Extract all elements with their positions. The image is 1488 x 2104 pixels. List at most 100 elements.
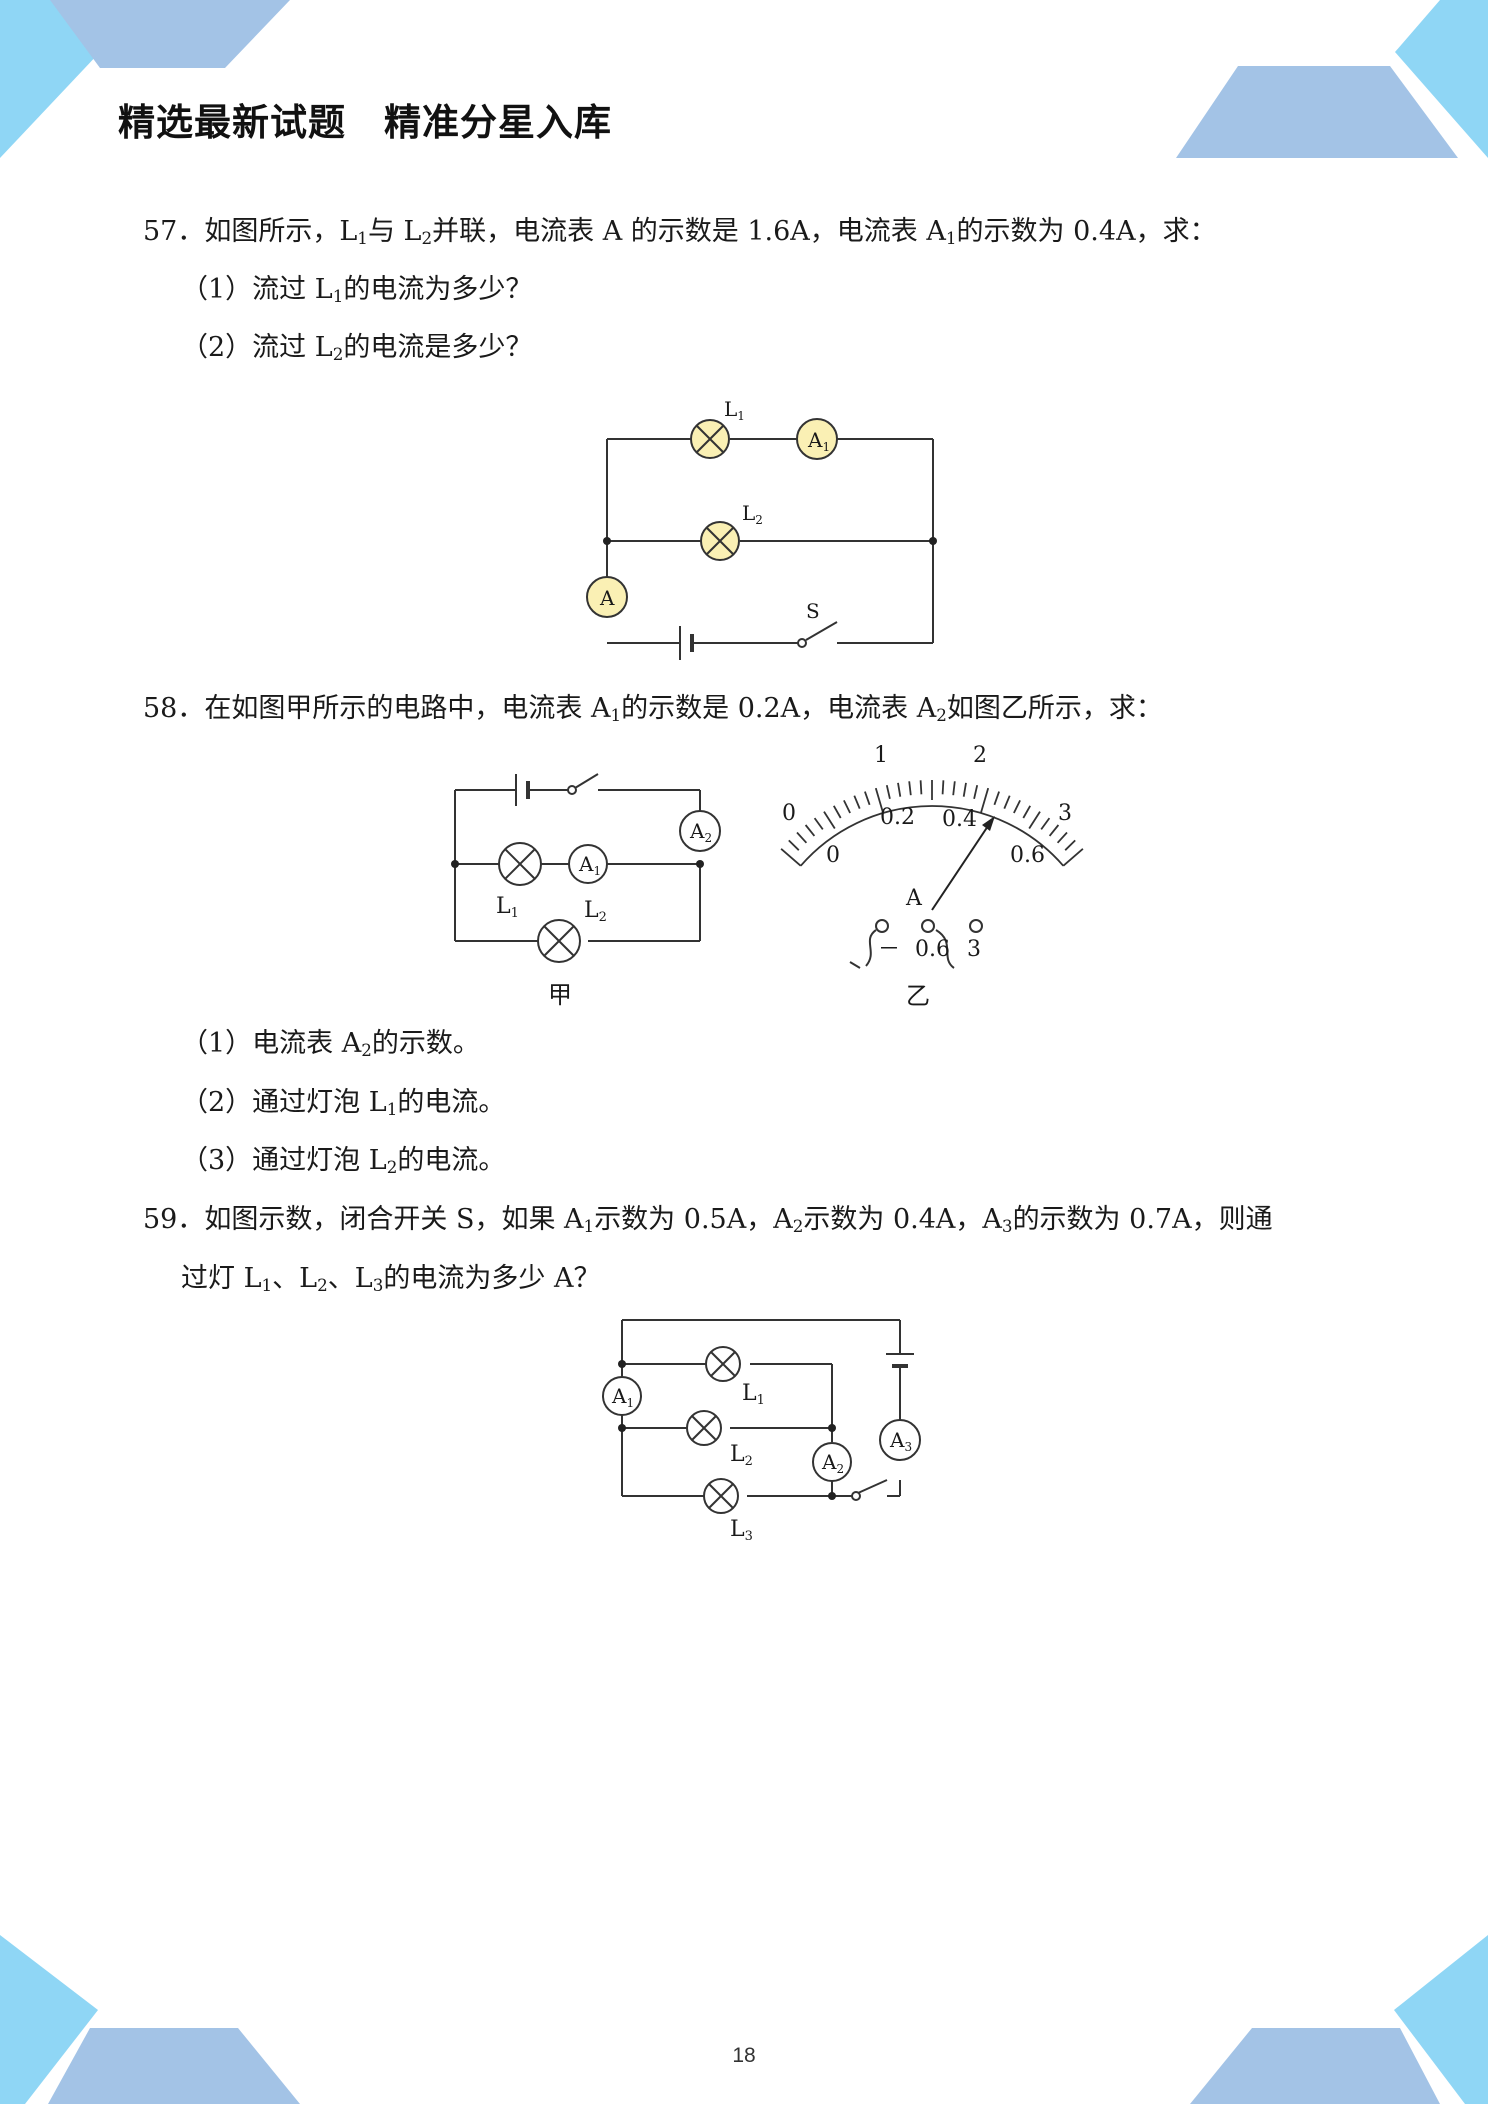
q58-part-1: （1）电流表 A2的示数。 xyxy=(181,1028,480,1061)
dial-tick xyxy=(788,839,800,851)
ammeter-A-icon: A xyxy=(586,576,628,618)
dial-tick xyxy=(853,795,861,809)
dial-tick xyxy=(1003,795,1011,809)
ammeter-A1-icon: A1 xyxy=(796,418,838,460)
meter-terminals xyxy=(849,919,983,969)
lamp-L1-icon xyxy=(498,842,542,886)
q58-ammeter-dial-yi: 0 1 2 3 0 0.2 0.4 0.6 A － 0.6 3 乙 xyxy=(780,743,1084,1010)
dial-inner-scale: 0 0.2 0.4 0.6 xyxy=(826,805,1045,868)
label-L1: L1 xyxy=(496,894,519,921)
label-L1: L1 xyxy=(724,397,745,423)
switch-contact xyxy=(851,1491,861,1501)
dial-tick xyxy=(980,787,990,814)
label-S: S xyxy=(806,599,820,623)
dial-tick xyxy=(813,817,824,830)
dial-tick xyxy=(804,824,816,837)
lamp-L1-icon xyxy=(705,1346,741,1382)
dial-tick xyxy=(864,791,871,806)
dial-tick xyxy=(973,784,979,800)
figure-caption-jia: 甲 xyxy=(548,981,572,1009)
junction-dot xyxy=(696,860,704,868)
dial-tick xyxy=(885,784,891,800)
ammeter-A1-icon: A1 xyxy=(568,844,608,884)
figure-caption-yi: 乙 xyxy=(906,982,930,1010)
dial-tick xyxy=(919,780,923,795)
dial-tick xyxy=(780,848,802,867)
switch-contact xyxy=(567,785,577,795)
dial-tick xyxy=(1056,831,1068,844)
dial-tick xyxy=(993,791,1000,806)
corner-shape-bottom-left-dark xyxy=(48,2028,300,2104)
corner-shape-top-right-dark xyxy=(1176,66,1458,158)
dial-tick xyxy=(897,782,902,797)
junction-dot xyxy=(451,860,459,868)
header-title: 精选最新试题 精准分星入库 xyxy=(118,101,612,144)
dial-tick xyxy=(1040,817,1051,830)
dial-tick xyxy=(908,781,912,796)
q58-number: 58． xyxy=(143,693,205,724)
label-L3: L3 xyxy=(730,1517,753,1544)
svg-text:A2: A2 xyxy=(689,819,712,845)
label-L1: L1 xyxy=(742,1381,765,1408)
svg-text:3: 3 xyxy=(1058,801,1072,826)
ammeter-A1-icon: A1 xyxy=(602,1376,642,1416)
svg-text:0.2: 0.2 xyxy=(880,805,915,830)
dial-tick xyxy=(1048,824,1060,837)
dial-outer-scale: 0 1 2 3 xyxy=(782,743,1072,826)
dial-tick xyxy=(796,831,808,844)
svg-text:A3: A3 xyxy=(889,1428,912,1454)
svg-text:A1: A1 xyxy=(807,428,830,454)
ammeter-A2-icon: A2 xyxy=(812,1442,852,1482)
q57-part-2: （2）流过 L2的电流是多少？ xyxy=(181,332,533,365)
junction-dot xyxy=(618,1424,626,1432)
svg-text:－: － xyxy=(878,937,900,962)
dial-tick xyxy=(1064,839,1076,851)
q59-stem-line-2: 过灯 L1、L2、L3的电流为多少 A？ xyxy=(181,1263,601,1296)
q57-stem: 57．如图所示，L1与 L2并联，电流表 A 的示数是 1.6A，电流表 A1的… xyxy=(143,216,1217,249)
meter-label: A xyxy=(905,886,923,911)
svg-text:A1: A1 xyxy=(611,1384,634,1410)
svg-text:1: 1 xyxy=(874,743,888,768)
dial-tick xyxy=(1062,848,1084,867)
svg-text:0.6: 0.6 xyxy=(915,937,950,962)
ammeter-A3-icon: A3 xyxy=(879,1419,921,1461)
junction-dot xyxy=(929,537,937,545)
dial-tick xyxy=(833,805,842,819)
svg-text:A: A xyxy=(599,586,615,610)
svg-text:0.6: 0.6 xyxy=(1010,843,1045,868)
junction-dot xyxy=(828,1492,836,1500)
q57-part-1: （1）流过 L1的电流为多少？ xyxy=(181,274,533,307)
dial-tick xyxy=(823,811,836,829)
corner-shape-bottom-right-light xyxy=(1394,1935,1488,2104)
ammeter-A2-icon: A2 xyxy=(679,810,721,852)
q59-circuit-diagram: A1 A2 A3 L1 L2 L3 xyxy=(602,1319,921,1544)
svg-text:0.4: 0.4 xyxy=(942,807,977,832)
q59-stem: 59．如图示数，闭合开关 S，如果 A1示数为 0.5A，A2示数为 0.4A，… xyxy=(143,1204,1273,1237)
q58-part-2: （2）通过灯泡 L1的电流。 xyxy=(181,1087,506,1120)
svg-text:2: 2 xyxy=(973,743,987,768)
dial-tick xyxy=(1013,800,1021,814)
dial-tick xyxy=(1022,805,1031,819)
dial-needle xyxy=(931,816,995,911)
junction-dot xyxy=(618,1360,626,1368)
junction-dot xyxy=(828,1424,836,1432)
dial-tick xyxy=(1028,811,1041,829)
lamp-L2-icon xyxy=(686,1410,722,1446)
q58-stem: 58．在如图甲所示的电路中，电流表 A1的示数是 0.2A，电流表 A2如图乙所… xyxy=(143,693,1163,726)
corner-shape-bottom-right-dark xyxy=(1190,2028,1440,2104)
dial-arc xyxy=(800,805,1064,867)
dial-tick xyxy=(941,780,945,795)
svg-text:3: 3 xyxy=(967,937,981,962)
q57-number: 57． xyxy=(143,216,205,247)
q57-circuit-diagram: A1 A L1 L2 S xyxy=(586,397,937,660)
lamp-L1-icon xyxy=(690,419,730,459)
corner-shape-bottom-left-light xyxy=(0,1935,98,2104)
label-L2: L2 xyxy=(742,501,763,527)
corner-shape-top-left-light xyxy=(0,0,100,158)
corner-shape-top-right-light xyxy=(1395,0,1488,158)
lamp-L2-icon xyxy=(700,521,740,561)
label-L2: L2 xyxy=(730,1442,753,1469)
switch-contact xyxy=(797,638,807,648)
dial-tick xyxy=(962,782,967,797)
